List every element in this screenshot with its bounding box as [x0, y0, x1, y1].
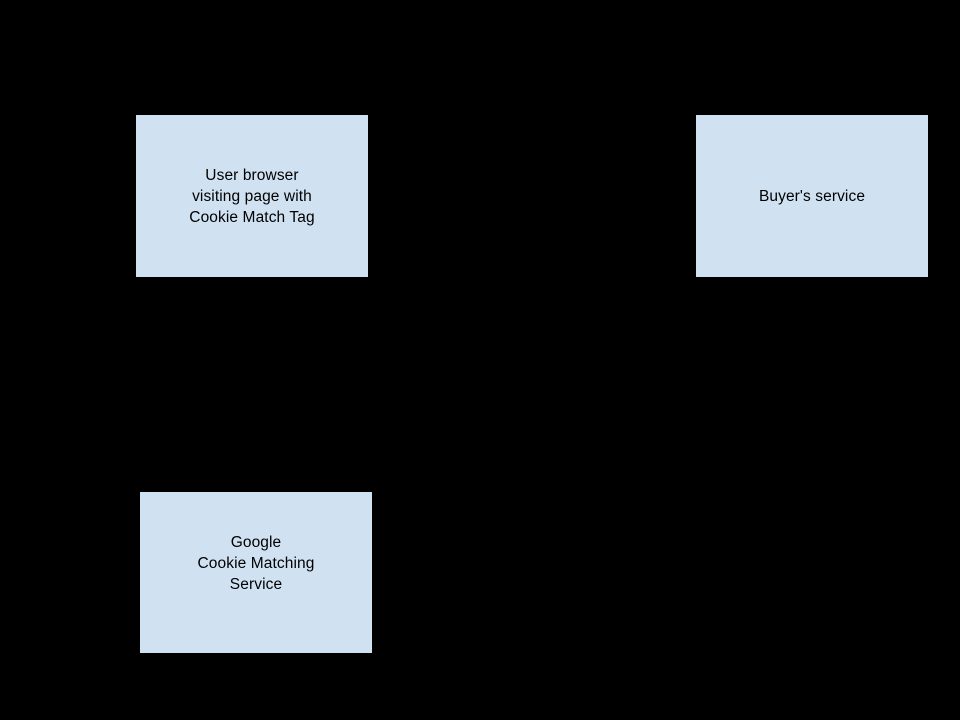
node-google-cookie-matching-service-label: Google Cookie Matching Service [197, 534, 315, 593]
node-user-browser[interactable]: User browser visiting page with Cookie M… [136, 115, 368, 277]
node-user-browser-label: User browser visiting page with Cookie M… [189, 166, 315, 226]
node-buyers-service[interactable]: Buyer's service [696, 115, 928, 277]
node-buyers-service-label: Buyer's service [758, 187, 866, 205]
node-google-cookie-matching-service[interactable]: Google Cookie Matching Service [140, 492, 372, 653]
